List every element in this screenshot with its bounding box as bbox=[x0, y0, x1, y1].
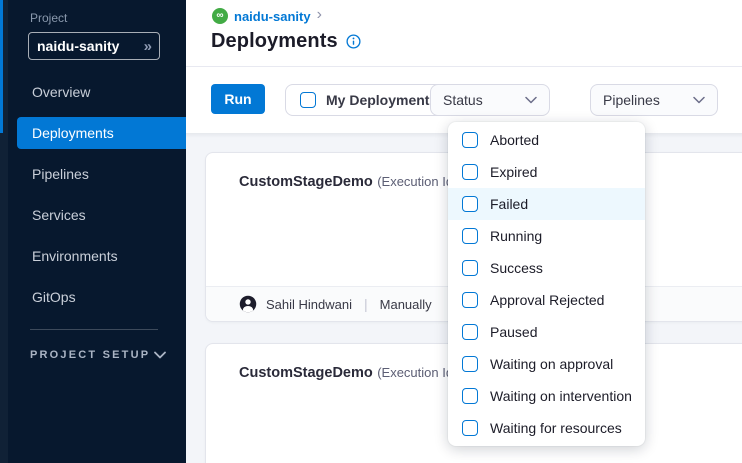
chevron-right-icon: › bbox=[316, 6, 322, 23]
sidebar-nav: Overview Deployments Pipelines Services … bbox=[0, 76, 186, 322]
page-header bbox=[186, 0, 742, 66]
breadcrumb-project-link[interactable]: naidu-sanity bbox=[234, 8, 311, 24]
menu-item-waiting-for-resources[interactable]: Waiting for resources bbox=[448, 412, 645, 444]
expand-project-icon[interactable]: » bbox=[143, 37, 152, 55]
menu-item-waiting-on-approval[interactable]: Waiting on approval bbox=[448, 348, 645, 380]
chevron-down-icon bbox=[525, 96, 537, 104]
checkbox[interactable] bbox=[462, 132, 478, 148]
sidebar-item-environments[interactable]: Environments bbox=[32, 248, 118, 264]
menu-item-failed[interactable]: Failed bbox=[448, 188, 645, 220]
menu-item-waiting-on-intervention[interactable]: Waiting on intervention bbox=[448, 380, 645, 412]
my-deployments-checkbox[interactable] bbox=[300, 92, 316, 108]
page-title: Deployments bbox=[211, 30, 338, 52]
status-filter-menu: Aborted Expired Failed Running Success A… bbox=[448, 122, 645, 446]
checkbox[interactable] bbox=[462, 388, 478, 404]
header-divider bbox=[186, 66, 742, 67]
menu-item-success[interactable]: Success bbox=[448, 252, 645, 284]
checkbox[interactable] bbox=[462, 164, 478, 180]
avatar bbox=[239, 295, 257, 313]
menu-item-running[interactable]: Running bbox=[448, 220, 645, 252]
sidebar-divider bbox=[30, 329, 158, 330]
checkbox[interactable] bbox=[462, 356, 478, 372]
menu-item-expired[interactable]: Expired bbox=[448, 156, 645, 188]
cd-module-icon: ∞ bbox=[212, 8, 228, 24]
pipeline-name[interactable]: CustomStageDemo bbox=[239, 365, 373, 381]
active-module-indicator bbox=[0, 0, 3, 133]
chevron-down-icon bbox=[154, 351, 166, 359]
execution-id-label: (Execution Id bbox=[377, 174, 454, 189]
sidebar-item-overview[interactable]: Overview bbox=[32, 84, 91, 100]
checkbox[interactable] bbox=[462, 292, 478, 308]
breadcrumb: ∞ naidu-sanity › bbox=[212, 6, 322, 24]
menu-item-paused[interactable]: Paused bbox=[448, 316, 645, 348]
toolbar: Run My Deployments Status Pipelines bbox=[186, 67, 742, 133]
sidebar-item-gitops[interactable]: GitOps bbox=[32, 289, 76, 305]
project-setup-section[interactable]: PROJECT SETUP bbox=[30, 349, 166, 361]
project-setup-label: PROJECT SETUP bbox=[30, 349, 151, 361]
title-row: Deployments bbox=[211, 30, 361, 53]
chevron-down-icon bbox=[693, 96, 705, 104]
execution-id-label: (Execution Id bbox=[377, 365, 454, 380]
menu-item-aborted[interactable]: Aborted bbox=[448, 124, 645, 156]
checkbox[interactable] bbox=[462, 420, 478, 436]
sidebar-item-services[interactable]: Services bbox=[32, 207, 86, 223]
checkbox[interactable] bbox=[462, 324, 478, 340]
info-icon[interactable] bbox=[346, 34, 361, 49]
trigger-type: Manually bbox=[379, 296, 432, 312]
status-filter-dropdown[interactable]: Status bbox=[430, 84, 550, 116]
triggered-by-user: Sahil Hindwani bbox=[266, 296, 352, 312]
run-button[interactable]: Run bbox=[211, 84, 265, 114]
sidebar-item-deployments[interactable]: Deployments bbox=[17, 117, 186, 149]
project-sidebar: Project naidu-sanity » Overview Deployme… bbox=[0, 0, 186, 463]
checkbox[interactable] bbox=[462, 228, 478, 244]
project-selector[interactable]: naidu-sanity » bbox=[28, 32, 160, 60]
project-name: naidu-sanity bbox=[37, 38, 120, 54]
sidebar-item-pipelines[interactable]: Pipelines bbox=[32, 166, 89, 182]
pipeline-name[interactable]: CustomStageDemo bbox=[239, 174, 373, 190]
menu-item-approval-rejected[interactable]: Approval Rejected bbox=[448, 284, 645, 316]
my-deployments-filter[interactable]: My Deployments bbox=[285, 84, 453, 116]
checkbox[interactable] bbox=[462, 260, 478, 276]
footer-separator: | bbox=[364, 296, 368, 312]
pipelines-filter-dropdown[interactable]: Pipelines bbox=[590, 84, 718, 116]
module-nav-strip bbox=[0, 0, 8, 463]
my-deployments-label: My Deployments bbox=[326, 92, 438, 108]
project-label: Project bbox=[30, 11, 68, 25]
checkbox[interactable] bbox=[462, 196, 478, 212]
status-filter-label: Status bbox=[443, 92, 483, 108]
pipelines-filter-label: Pipelines bbox=[603, 92, 660, 108]
